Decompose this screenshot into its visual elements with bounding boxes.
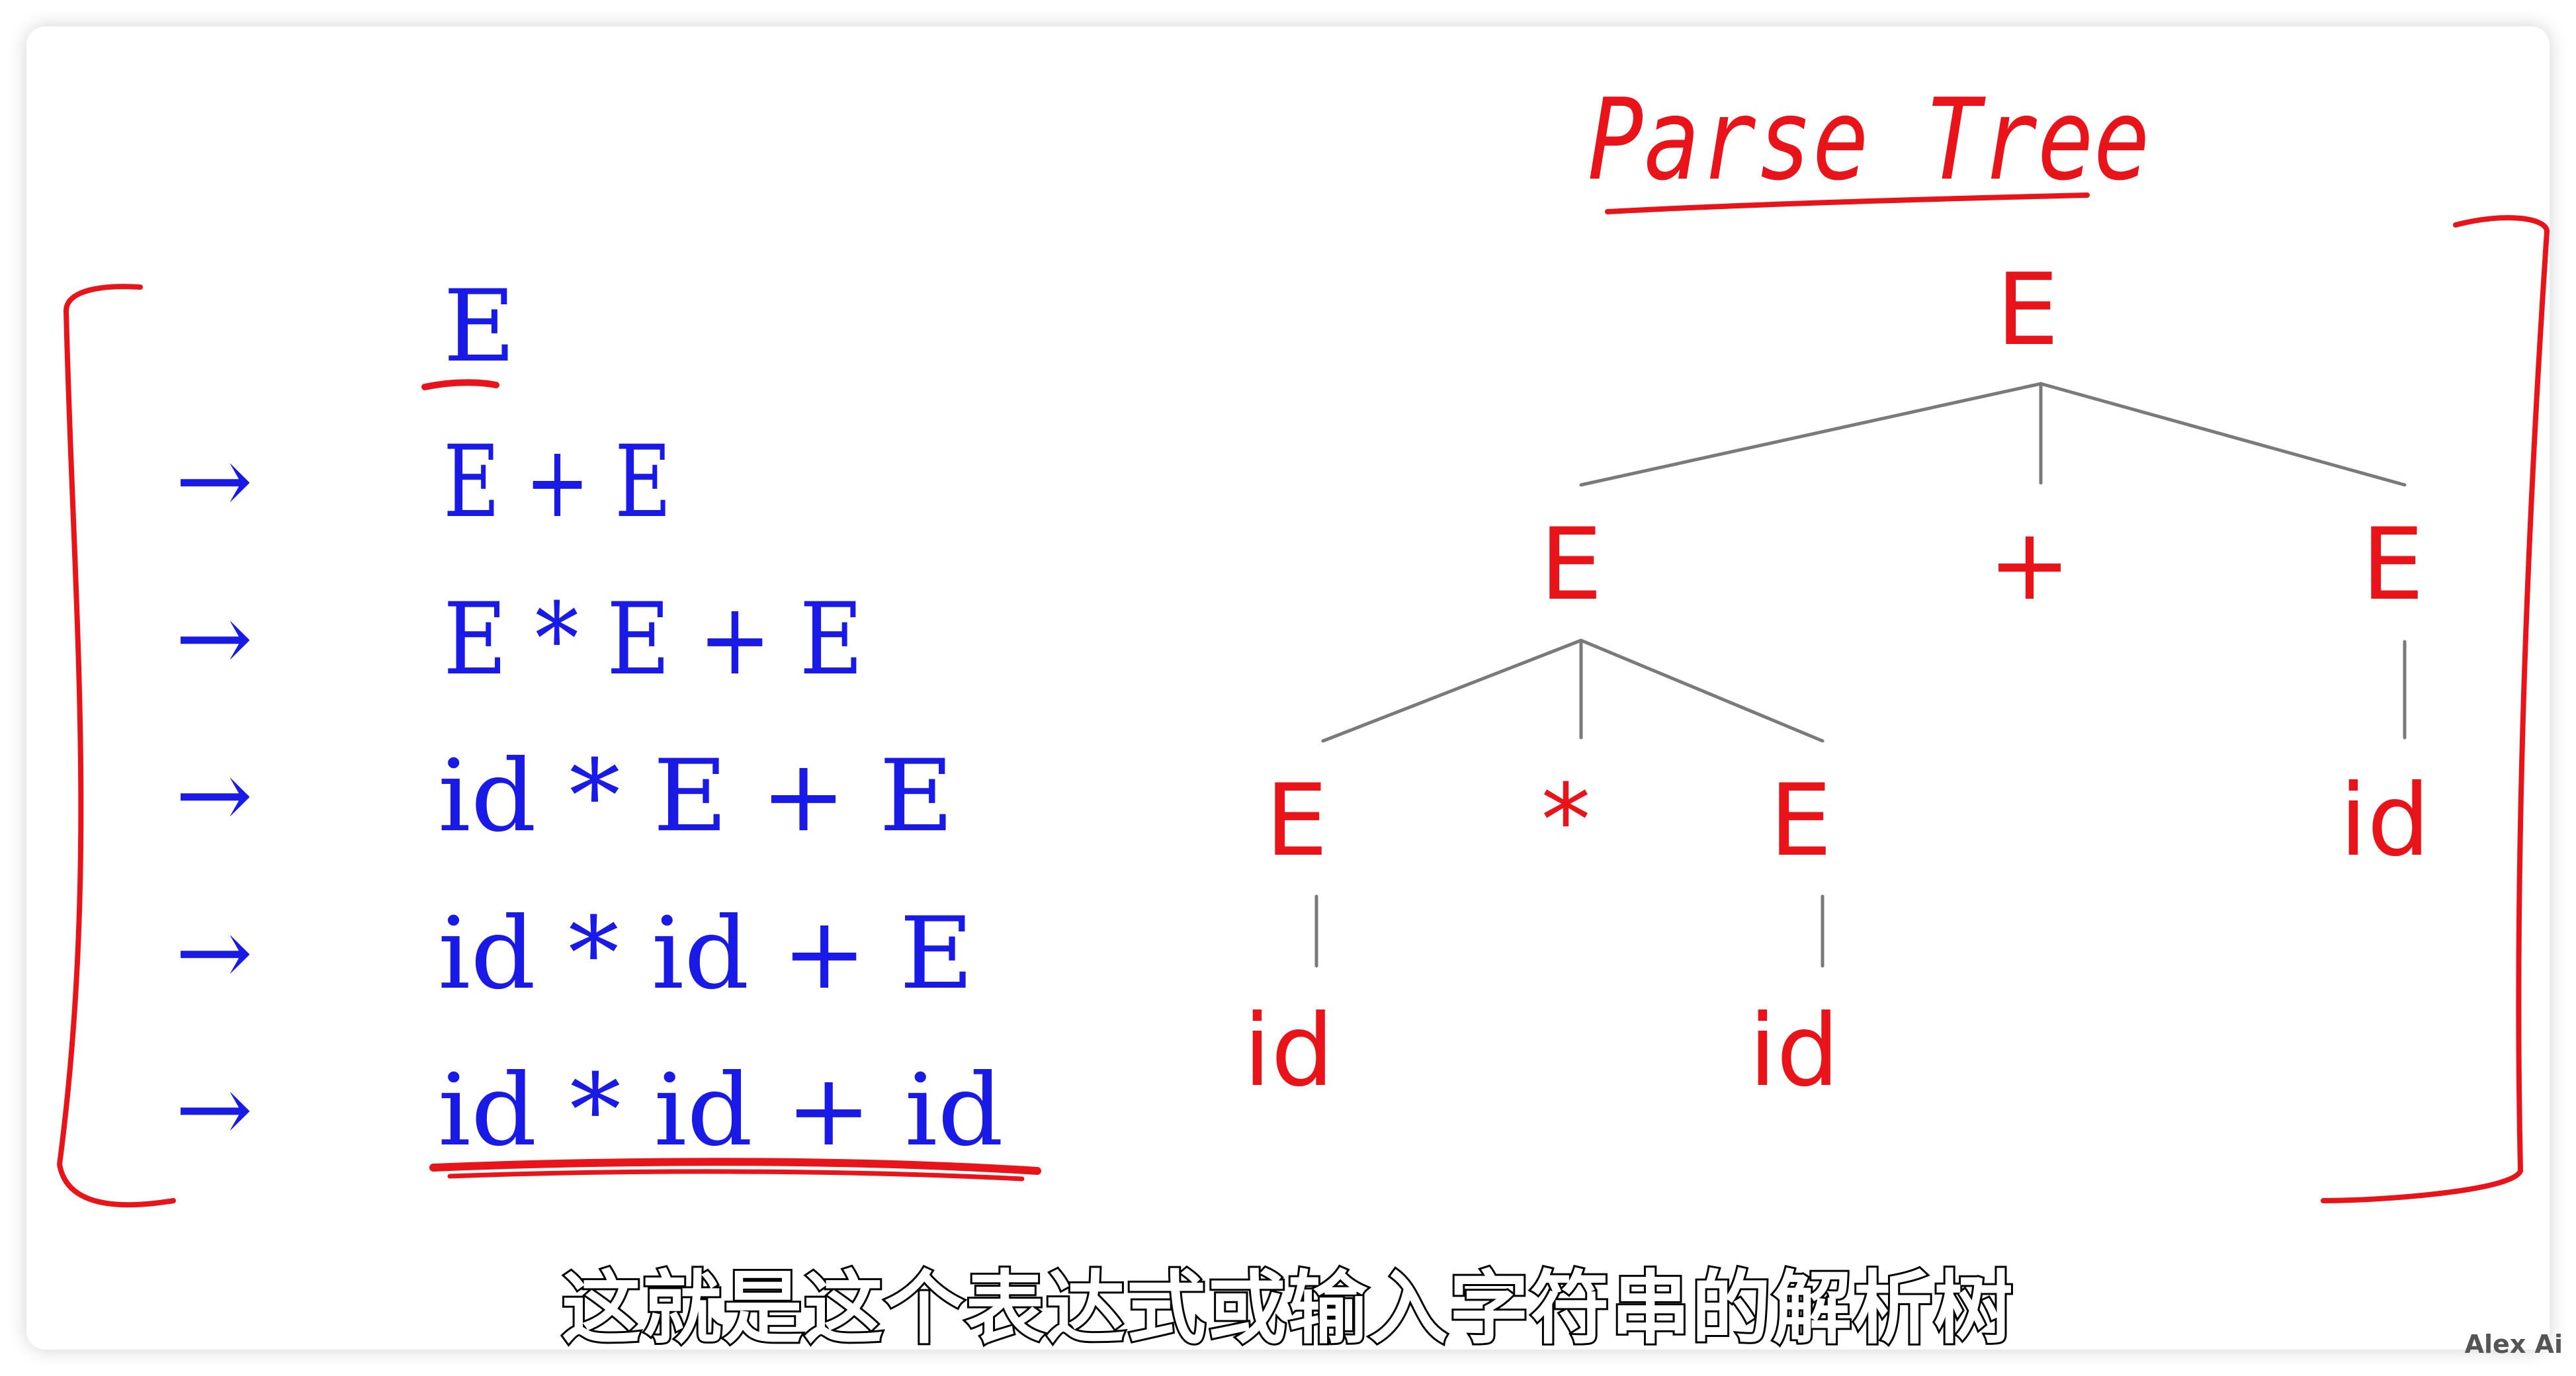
derivation-step: id * id + id xyxy=(438,1053,1004,1168)
watermark: Alex Ai xyxy=(2464,1330,2563,1359)
derivation-step: id * id + E xyxy=(438,896,974,1011)
tree-node: E xyxy=(1266,763,1328,879)
final-underline xyxy=(429,1158,1041,1175)
edge-left-right xyxy=(1579,638,1825,743)
tree-edges xyxy=(1314,382,2407,968)
tree-node: E xyxy=(1540,507,1603,623)
left-bracket xyxy=(56,284,176,1208)
derivation-arrow: → xyxy=(175,427,253,535)
derivation-steps: E + E E * E + E id * E + E id * id + E i… xyxy=(438,425,1004,1168)
diagram-title: Parse Tree xyxy=(1588,75,2150,206)
derivation-arrow: → xyxy=(175,1056,253,1164)
tree-node: E xyxy=(2362,507,2425,623)
edge-left-left xyxy=(1321,638,1583,743)
derivation-arrows: → → → → → xyxy=(175,427,253,1164)
tree-node: id xyxy=(2340,763,2430,879)
whiteboard-slide xyxy=(26,26,2550,1350)
tree-leaf: id xyxy=(1244,994,1334,1109)
edge-root-left xyxy=(1579,382,2043,487)
final-underline-2 xyxy=(447,1169,1025,1182)
tree-node: + xyxy=(1988,507,2071,623)
derivation-arrow: → xyxy=(175,899,253,1007)
tree-node: E xyxy=(1770,763,1832,879)
derivation-arrow: → xyxy=(175,742,253,849)
derivation-step: id * E + E xyxy=(438,739,954,854)
video-subtitle: 这就是这个表达式或输入字符串的解析树 xyxy=(560,1261,2015,1357)
derivation-start: E xyxy=(443,269,516,384)
derivation-arrow: → xyxy=(175,585,253,693)
edge-root-right xyxy=(2039,382,2407,487)
right-bracket xyxy=(2321,215,2550,1203)
title-underline xyxy=(1605,193,2090,214)
tree-nodes: E E + E E * E id id id xyxy=(1244,253,2430,1109)
tree-node-root: E xyxy=(1996,253,2059,368)
derivation-step: E + E xyxy=(443,425,671,540)
start-underline xyxy=(421,379,499,390)
tree-node: * xyxy=(1541,763,1591,879)
tree-leaf: id xyxy=(1749,994,1840,1109)
derivation-step: E * E + E xyxy=(443,582,863,697)
